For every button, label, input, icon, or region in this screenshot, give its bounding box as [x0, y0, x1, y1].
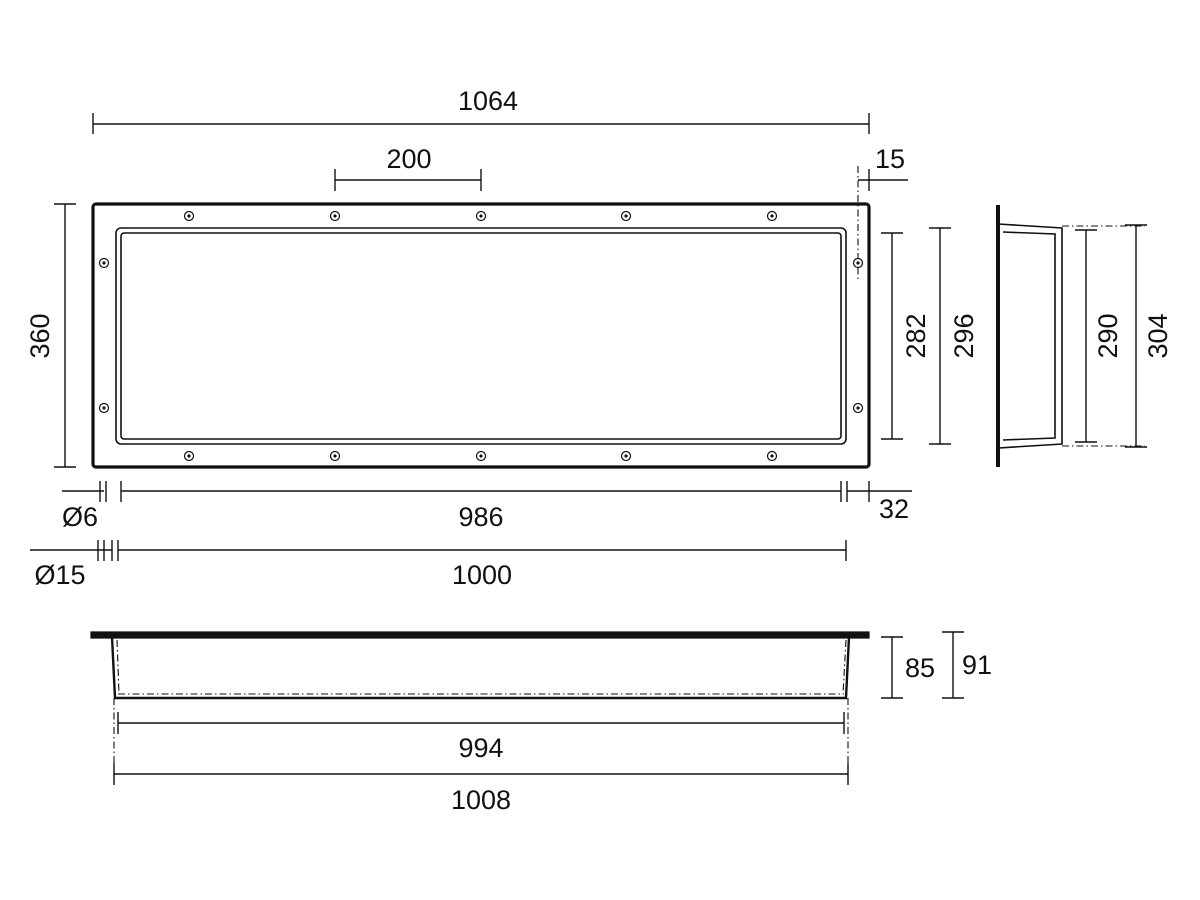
- dim-label-304: 304: [1143, 313, 1173, 358]
- screw-hole: [620, 450, 632, 462]
- dim-label-d6: Ø6: [62, 502, 98, 532]
- screw-hole: [329, 450, 341, 462]
- bottom-flange: [90, 631, 870, 639]
- dim-bottom-91: 91: [942, 631, 992, 699]
- dim-side-290: 290: [1075, 229, 1123, 443]
- dim-label-91: 91: [962, 650, 992, 680]
- dim-overall-width: 1064: [92, 86, 870, 134]
- screw-hole: [766, 210, 778, 222]
- side-profile-inner: [1002, 231, 1056, 441]
- dim-label-986: 986: [458, 502, 503, 532]
- dim-label-1064: 1064: [458, 86, 518, 116]
- dim-label-32: 32: [879, 494, 909, 524]
- bottom-view: 85 91 994 1008: [90, 631, 992, 815]
- front-inner-opening-outer: [115, 227, 847, 445]
- dim-bottom-994: 994: [117, 712, 845, 763]
- screw-hole: [98, 257, 110, 269]
- dim-overall-height: 360: [25, 203, 76, 468]
- dim-label-290: 290: [1093, 313, 1123, 358]
- screw-hole: [852, 402, 864, 414]
- dim-label-1000: 1000: [452, 560, 512, 590]
- screw-hole: [766, 450, 778, 462]
- dim-row-1000: Ø15 1000: [30, 540, 847, 590]
- side-profile: [997, 223, 1063, 449]
- front-view: 1064 200 15 360 282: [25, 86, 979, 590]
- dim-bottom-85: 85: [881, 636, 935, 699]
- screw-hole: [852, 257, 864, 269]
- dim-inner-height-b: 296: [929, 227, 979, 445]
- dim-label-1008: 1008: [451, 785, 511, 815]
- side-view: 290 304: [996, 205, 1173, 467]
- front-outer-frame: [91, 202, 871, 469]
- dim-row-986: Ø6 986 32: [62, 481, 912, 532]
- screw-hole: [183, 210, 195, 222]
- dim-label-200: 200: [386, 144, 431, 174]
- screw-hole: [183, 450, 195, 462]
- screw-hole: [475, 450, 487, 462]
- dim-label-85: 85: [905, 653, 935, 683]
- dim-label-282: 282: [901, 313, 931, 358]
- screw-holes: [98, 210, 864, 462]
- dim-flange-edge: 15: [858, 144, 908, 191]
- screw-hole: [98, 402, 110, 414]
- dim-bottom-1008: 1008: [113, 763, 849, 815]
- screw-hole: [475, 210, 487, 222]
- dim-label-360: 360: [25, 313, 55, 358]
- front-inner-opening-inner: [120, 232, 842, 440]
- dim-side-304: 304: [1125, 224, 1173, 448]
- dim-screw-spacing: 200: [334, 144, 482, 191]
- bottom-body: [110, 636, 851, 700]
- dim-label-296: 296: [949, 313, 979, 358]
- screw-hole: [620, 210, 632, 222]
- dim-label-d15: Ø15: [34, 560, 85, 590]
- dim-label-994: 994: [458, 733, 503, 763]
- dim-label-15: 15: [875, 144, 905, 174]
- screw-hole: [329, 210, 341, 222]
- dim-inner-height-a: 282: [881, 232, 931, 440]
